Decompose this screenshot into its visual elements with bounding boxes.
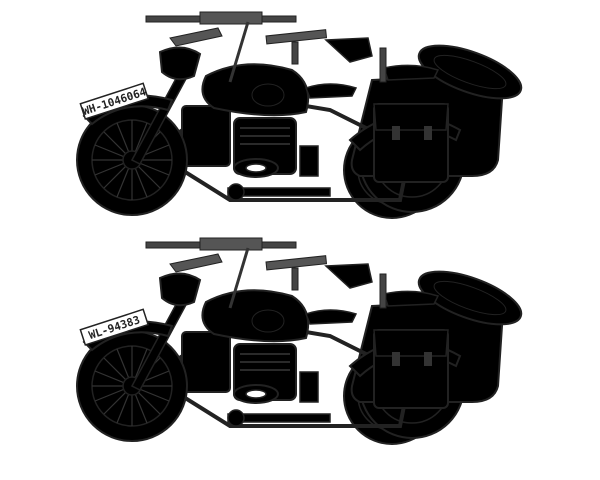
- motorcycle-grey: WH-1046064: [75, 10, 530, 220]
- motorcycle-tan: WL-94383: [75, 236, 530, 446]
